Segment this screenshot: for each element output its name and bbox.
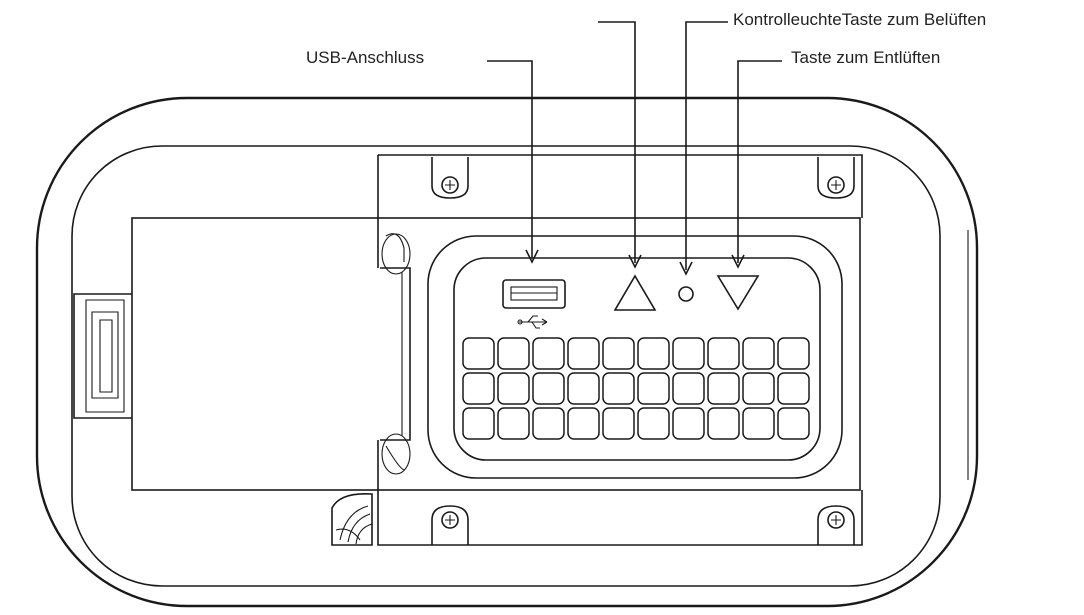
leader-lines [487,21,782,276]
screw-icon [431,505,469,545]
keypad-cell [532,372,565,405]
keypad-cell [497,407,530,440]
keypad-cell [497,337,530,370]
keypad-cell [777,372,810,405]
keypad-cell [637,337,670,370]
inner-frame [71,145,941,587]
keypad-cell [462,337,495,370]
keypad-cell [532,337,565,370]
screw-icon [431,157,469,199]
panel-outline [377,154,863,546]
keypad-cell [602,407,635,440]
keypad-cell [567,407,600,440]
keypad-cell [532,407,565,440]
inflate-leader-line [598,21,636,263]
keypad-cell [742,407,775,440]
circle-icon [678,286,694,302]
deflate-leader-arrow [731,254,745,269]
keypad-cell [462,407,495,440]
keypad-cell [567,372,600,405]
deflate-leader-line [737,60,782,263]
keypad-cell [777,337,810,370]
outer-housing [35,96,979,608]
keypad-cell [672,407,705,440]
keypad-cell [462,372,495,405]
keypad-cell [742,337,775,370]
control-pad-inner [453,257,821,461]
keypad-cell [707,372,740,405]
keypad-cell [497,372,530,405]
indicator-inflate-label: KontrolleuchteTaste zum Belüften [733,10,987,29]
screw-icon [817,505,855,545]
keypad-cell [637,372,670,405]
indicator-leader-line [685,21,728,270]
usb-leader-arrow [525,249,539,264]
keypad-cell [602,337,635,370]
main-plate [131,217,861,491]
indicator-leader-arrow [679,261,693,276]
triangle-up-icon [613,274,657,311]
keypad-cell [742,372,775,405]
usb-port-label: USB-Anschluss [306,48,425,67]
usb-icon [517,315,548,329]
deflate-button-label: Taste zum Entlüften [791,48,941,67]
triangle-down-icon [716,275,760,311]
keypad-cell [707,407,740,440]
inflate-leader-arrow [628,254,642,269]
keypad-cell [602,372,635,405]
usb-port [502,279,566,309]
panel-rail [380,233,411,475]
keypad-cell [707,337,740,370]
usb-leader-line [487,60,533,258]
keypad-cell [672,372,705,405]
screw-icon [817,157,855,199]
keypad-cell [672,337,705,370]
keypad-cell [637,407,670,440]
side-latch [73,293,132,419]
cable-outlet [331,492,373,546]
keypad-cell [777,407,810,440]
keypad-grid [462,337,810,440]
keypad-cell [567,337,600,370]
